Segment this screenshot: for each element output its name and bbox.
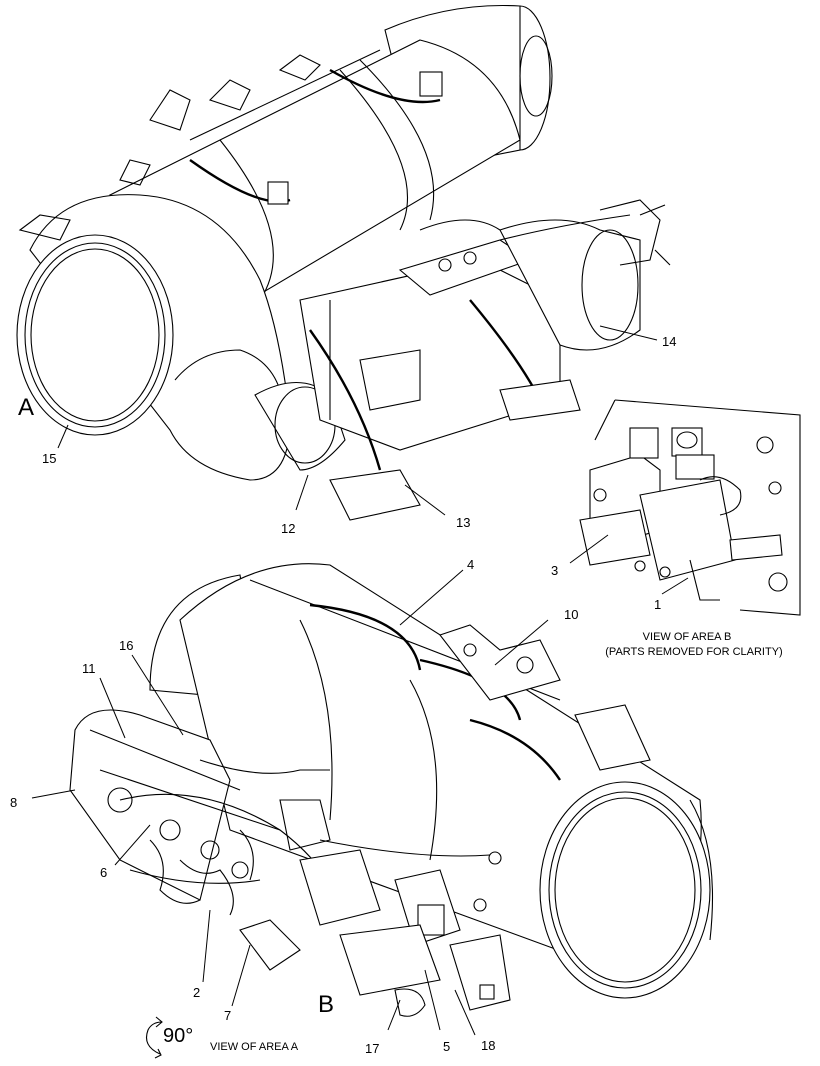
rotation-indicator: 90° <box>145 1016 193 1059</box>
callout-1: 1 <box>654 597 661 612</box>
callout-8: 8 <box>10 795 17 810</box>
rotate-arrow-icon <box>145 1016 163 1055</box>
callout-2: 2 <box>193 985 200 1000</box>
callout-labels: 15 14 13 12 3 1 4 10 16 11 8 6 2 7 17 5 … <box>10 334 676 1056</box>
area-label-a: A <box>18 394 34 421</box>
callout-14: 14 <box>662 334 676 349</box>
callout-5: 5 <box>443 1039 450 1054</box>
callout-6: 6 <box>100 865 107 880</box>
caption-view-area-a: VIEW OF AREA A <box>210 1041 299 1053</box>
callout-18: 18 <box>481 1038 495 1053</box>
callout-13: 13 <box>456 515 470 530</box>
rotation-angle-label: 90° <box>163 1025 193 1047</box>
callout-15: 15 <box>42 451 56 466</box>
lower-assembly-illustration <box>69 563 714 1017</box>
leader-lines <box>31 325 689 1036</box>
area-label-b: B <box>318 991 334 1018</box>
callout-3: 3 <box>551 563 558 578</box>
callout-12: 12 <box>281 521 295 536</box>
callout-17: 17 <box>365 1041 379 1056</box>
callout-16: 16 <box>119 638 133 653</box>
caption-view-area-b-line2: (PARTS REMOVED FOR CLARITY) <box>605 646 782 658</box>
callout-4: 4 <box>467 557 474 572</box>
detail-view-area-b <box>579 399 801 616</box>
upper-assembly-illustration <box>16 5 671 521</box>
callout-10: 10 <box>564 607 578 622</box>
callout-11: 11 <box>82 661 96 676</box>
caption-view-area-b-line1: VIEW OF AREA B <box>643 631 732 643</box>
callout-7: 7 <box>224 1008 231 1023</box>
